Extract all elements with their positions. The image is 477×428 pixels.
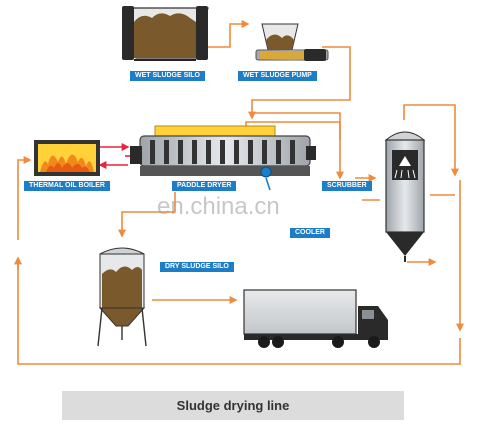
scrubber-label: SCRUBBER <box>322 181 372 191</box>
wet-sludge-pump-label: WET SLUDGE PUMP <box>238 71 317 81</box>
flow-lines <box>14 20 464 365</box>
dry-sludge-silo-label: DRY SLUDGE SILO <box>160 262 234 272</box>
watermark-text: en.china.cn <box>157 193 280 220</box>
dry-sludge-silo <box>97 247 147 347</box>
scrubber <box>384 131 426 262</box>
truck <box>243 289 388 348</box>
caption-text: Sludge drying line <box>176 398 290 413</box>
caption-bar: Sludge drying line <box>62 391 404 420</box>
thermal-oil-boiler-label: THERMAL OIL BOILER <box>24 181 110 191</box>
cooler-label: COOLER <box>290 228 330 238</box>
paddle-dryer <box>130 125 316 191</box>
wet-sludge-pump <box>255 23 329 61</box>
thermal-oil-boiler <box>34 140 100 176</box>
wet-sludge-silo-label: WET SLUDGE SILO <box>130 71 205 81</box>
paddle-dryer-label: PADDLE DRYER <box>172 181 237 191</box>
wet-sludge-silo <box>122 6 209 61</box>
